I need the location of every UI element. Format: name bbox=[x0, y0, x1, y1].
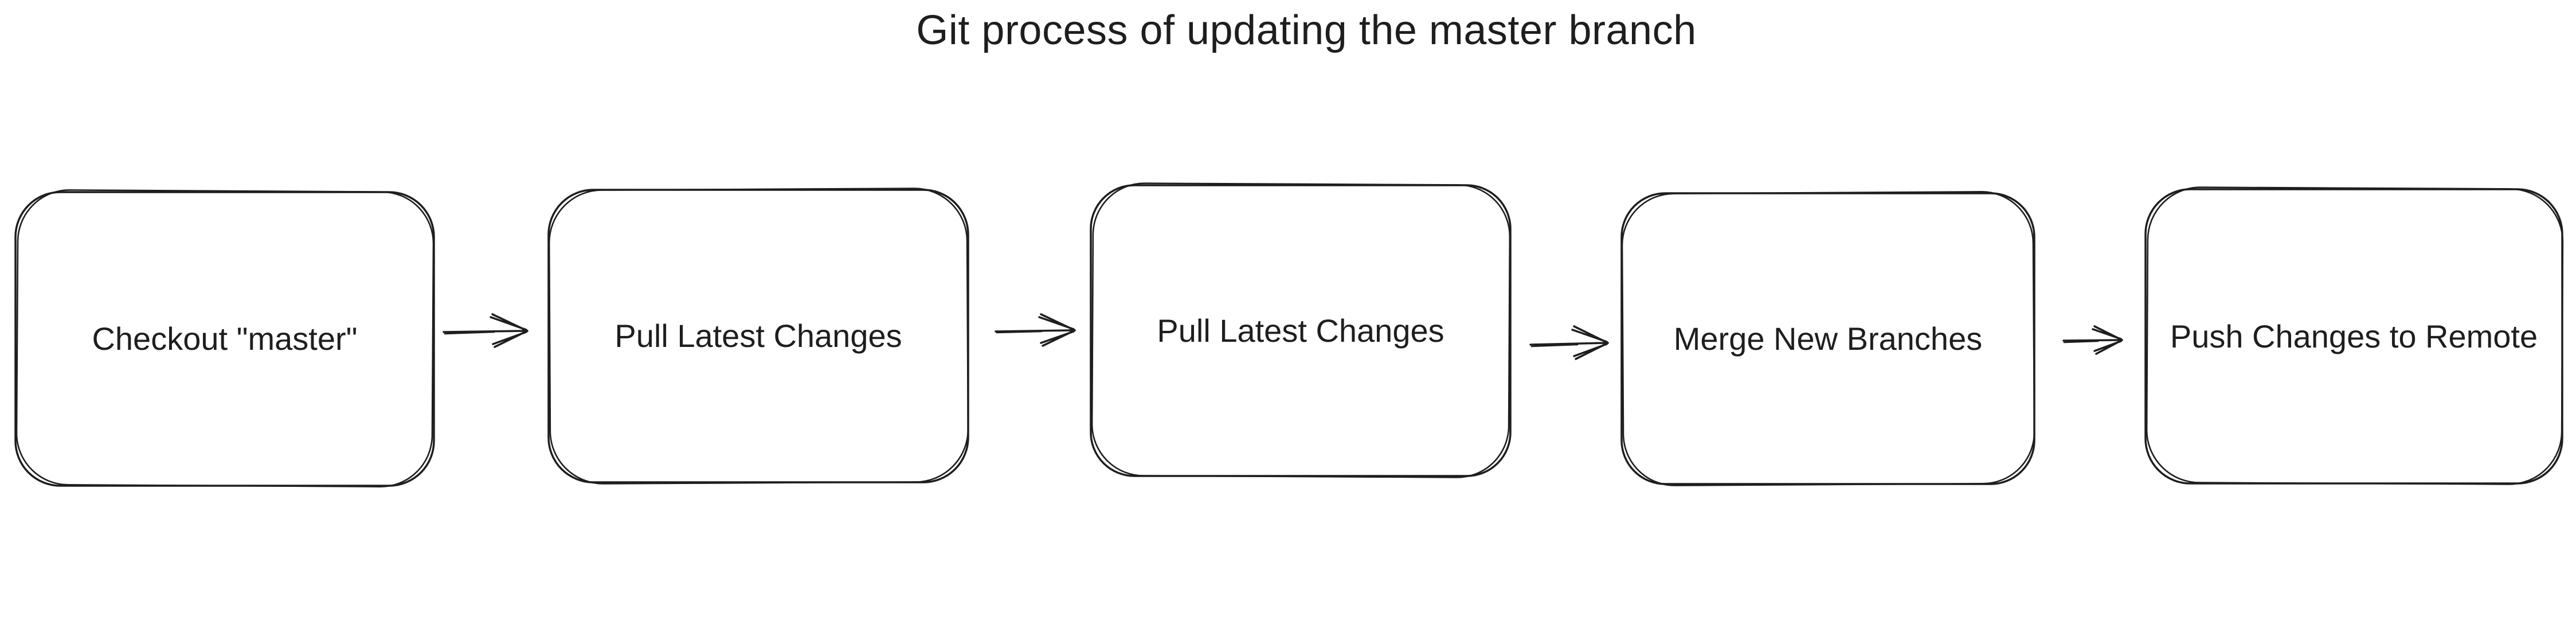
diagram-title: Git process of updating the master branc… bbox=[916, 7, 1697, 53]
node-box-shape bbox=[2144, 186, 2564, 485]
node-label: Checkout "master" bbox=[92, 321, 358, 357]
flow-node-pull-latest-changes-1: Pull Latest Changes bbox=[546, 187, 971, 485]
node-label: Push Changes to Remote bbox=[2170, 318, 2538, 354]
node-box-shape bbox=[547, 188, 969, 485]
node-box-shape bbox=[14, 189, 435, 487]
flow-arrow-icon bbox=[2062, 325, 2123, 355]
node-label: Merge New Branches bbox=[1673, 320, 1983, 357]
flow-arrow-icon bbox=[1529, 325, 1609, 360]
flow-node-checkout-master: Checkout "master" bbox=[13, 189, 437, 489]
node-box-shape bbox=[1620, 191, 2035, 486]
flow-arrow-icon bbox=[443, 313, 528, 348]
node-label: Pull Latest Changes bbox=[1157, 312, 1444, 349]
flow-node-merge-new-branches: Merge New Branches bbox=[1619, 190, 2037, 487]
flow-arrow-icon bbox=[995, 313, 1076, 347]
flow-node-pull-latest-changes-2: Pull Latest Changes bbox=[1088, 182, 1513, 479]
node-box-shape bbox=[1090, 182, 1512, 478]
flow-node-push-changes-to-remote: Push Changes to Remote bbox=[2143, 186, 2565, 486]
node-label: Pull Latest Changes bbox=[614, 318, 902, 354]
